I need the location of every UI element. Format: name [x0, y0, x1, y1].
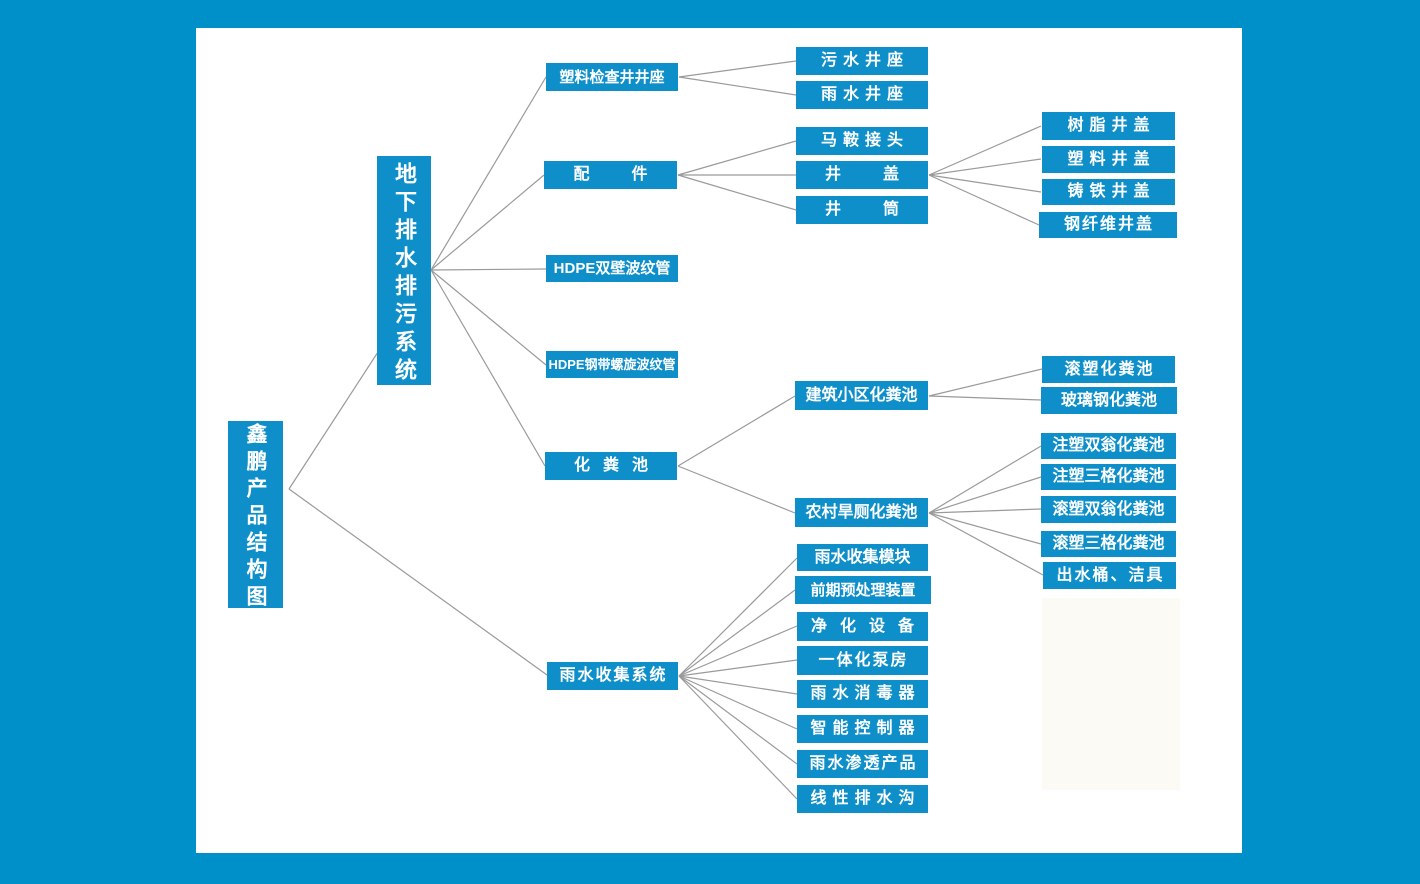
node-rotomolded-double-urn-septic: 滚塑双翁化粪池: [1041, 496, 1176, 523]
node-steel-fiber-cover: 钢纤维井盖: [1039, 212, 1177, 238]
node-underground-system: 地下排水排污系统: [377, 156, 431, 386]
node-saddle-joint: 马鞍接头: [796, 127, 928, 155]
watermark-smudge: [1042, 598, 1180, 790]
node-outlet-bucket-sanitary-ware: 出水桶、洁具: [1043, 562, 1176, 589]
node-purification-equipment: 净化设备: [797, 612, 928, 641]
node-rainwater-disinfector: 雨水消毒器: [797, 680, 928, 708]
node-fittings: 配件: [544, 161, 677, 189]
node-rainwater-well-seat: 雨水井座: [796, 81, 928, 109]
node-rotomolded-septic: 滚塑化粪池: [1042, 356, 1175, 383]
node-injection-double-urn-septic: 注塑双翁化粪池: [1041, 433, 1176, 459]
node-injection-three-grid-septic: 注塑三格化粪池: [1041, 464, 1176, 490]
node-rainwater-permeation-products: 雨水渗透产品: [797, 750, 928, 778]
node-septic-tank: 化粪池: [545, 452, 677, 480]
node-well-cover: 井盖: [796, 161, 928, 189]
node-sewage-well-seat: 污水井座: [796, 47, 928, 75]
node-hdpe-steel-spiral-pipe: HDPE钢带螺旋波纹管: [546, 351, 678, 378]
node-rotomolded-three-grid-septic: 滚塑三格化粪池: [1041, 531, 1176, 557]
node-rainwater-collection-module: 雨水收集模块: [797, 544, 928, 571]
node-rainwater-collection-system: 雨水收集系统: [547, 662, 678, 690]
node-rural-latrine-septic: 农村旱厕化粪池: [795, 498, 928, 527]
node-resin-cover: 树脂井盖: [1042, 112, 1175, 140]
node-pretreatment-device: 前期预处理装置: [795, 576, 931, 604]
node-linear-drainage-ditch: 线性排水沟: [797, 785, 928, 813]
node-hdpe-double-wall-pipe: HDPE双壁波纹管: [546, 255, 678, 282]
node-well-shaft: 井筒: [796, 196, 928, 224]
node-building-district-septic: 建筑小区化粪池: [795, 381, 928, 410]
node-frp-septic: 玻璃钢化粪池: [1041, 387, 1177, 414]
node-cast-iron-cover: 铸铁井盖: [1042, 179, 1175, 205]
node-plastic-cover: 塑料井盖: [1042, 146, 1175, 173]
node-plastic-inspection-well-seat: 塑料检查井井座: [546, 63, 678, 91]
node-root-title: 鑫鹏产品结构图: [228, 421, 283, 612]
node-integrated-pump-station: 一体化泵房: [797, 646, 928, 675]
node-smart-controller: 智能控制器: [797, 715, 928, 743]
